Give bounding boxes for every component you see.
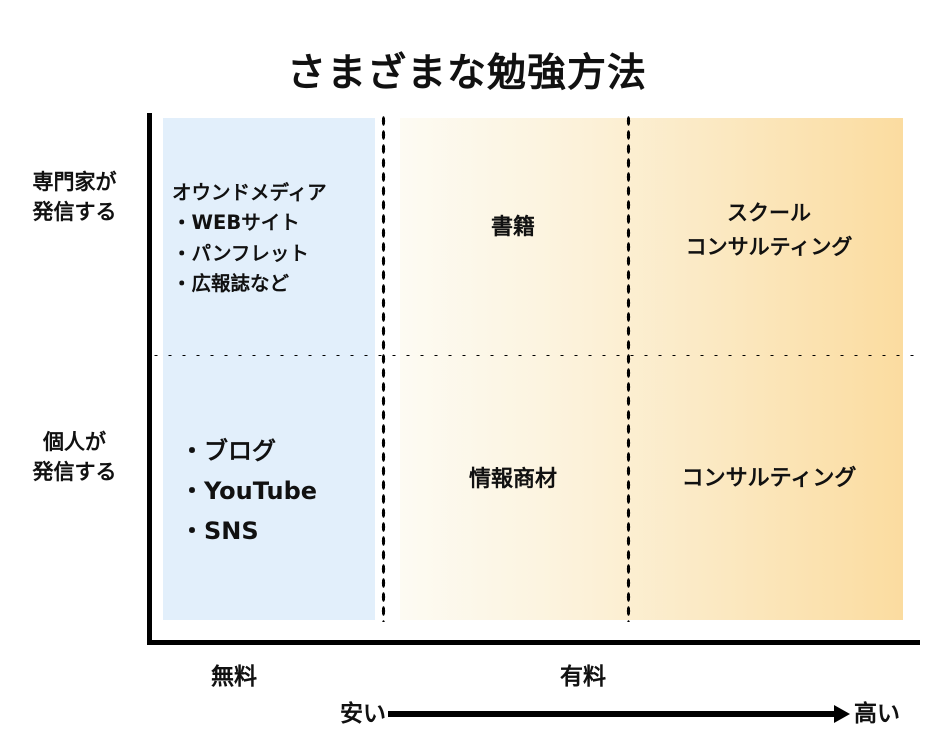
cell-info-product: 情報商材 [400, 463, 626, 496]
x-axis-label-free: 無料 [211, 664, 257, 690]
price-scale-high-label: 高い [854, 700, 900, 727]
cell-info-product-line1: 情報商材 [468, 467, 557, 492]
y-axis-label-personal-line2: 発信する [32, 459, 117, 484]
arrow-shaft [388, 711, 836, 717]
cell-owned-media-line1: オウンドメディア [172, 181, 327, 204]
cell-books: 書籍 [400, 211, 626, 244]
cell-personal-free-line3: ・SNS [180, 516, 259, 545]
horizontal-divider-expert-personal [149, 353, 921, 358]
cell-owned-media-line3: ・パンフレット [172, 241, 309, 265]
y-axis-label-expert-line2: 発信する [32, 199, 117, 224]
cell-school-line1: スクール [727, 201, 811, 225]
cell-books-line1: 書籍 [490, 215, 535, 240]
cell-owned-media-line2: ・WEBサイト [172, 211, 300, 235]
y-axis-label-personal: 個人が 発信する [8, 428, 141, 488]
cell-school-consulting: スクール コンサルティング [635, 196, 903, 264]
x-axis-line [147, 640, 920, 645]
zone-free [163, 118, 375, 620]
y-axis-label-personal-line1: 個人が [43, 430, 106, 454]
cell-owned-media-line4: ・広報誌など [172, 272, 290, 296]
cell-personal-free-line1: ・ブログ [180, 437, 276, 465]
price-scale: 安い 高い [340, 697, 900, 731]
x-axis-label-paid: 有料 [560, 664, 606, 690]
cell-owned-media: オウンドメディア ・WEBサイト ・パンフレット ・広報誌など [172, 178, 327, 300]
y-axis-label-expert: 専門家が 発信する [8, 168, 141, 228]
cell-personal-free: ・ブログ ・YouTube ・SNS [180, 432, 317, 551]
cell-consulting: コンサルティング [635, 462, 903, 495]
cell-school-line2: コンサルティング [685, 235, 853, 260]
price-scale-low-label: 安い [340, 700, 386, 727]
arrow-head [834, 705, 850, 723]
y-axis-line [147, 113, 152, 645]
right-arrow-icon [388, 705, 850, 723]
page-title: さまざまな勉強方法 [286, 51, 647, 96]
vertical-divider-paid-mid-high [626, 114, 631, 622]
y-axis-label-expert-line1: 専門家が [32, 170, 117, 194]
zone-paid-gradient [400, 118, 903, 620]
cell-personal-free-line2: ・YouTube [180, 476, 318, 505]
cell-consulting-line1: コンサルティング [681, 466, 857, 491]
vertical-divider-free-paid [381, 114, 386, 622]
